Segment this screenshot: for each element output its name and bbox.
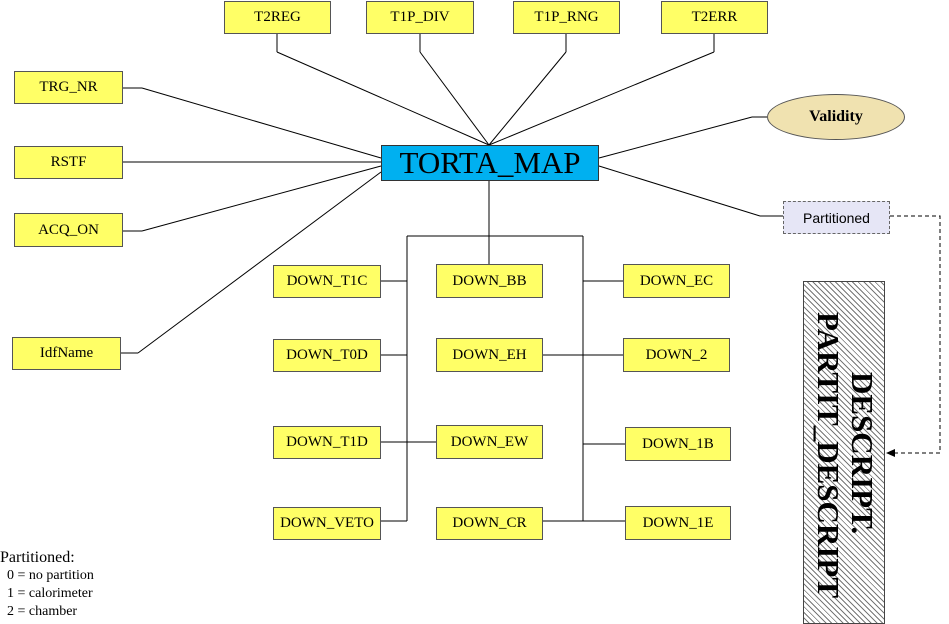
node-t2err[interactable]: T2ERR <box>661 1 768 34</box>
node-down-ew[interactable]: DOWN_EW <box>436 425 543 459</box>
node-t1p-rng[interactable]: T1P_RNG <box>513 1 620 34</box>
node-down-t0d[interactable]: DOWN_T0D <box>273 339 381 372</box>
node-down-eh[interactable]: DOWN_EH <box>436 338 543 372</box>
node-t2reg[interactable]: T2REG <box>224 1 331 34</box>
validity-ellipse[interactable]: Validity <box>767 94 905 140</box>
descript-hatched-box[interactable]: DESCRIPT. PARTIT_DESCRIPT <box>803 281 885 624</box>
node-rstf[interactable]: RSTF <box>14 146 123 179</box>
legend-title: Partitioned: <box>0 549 75 566</box>
legend: Partitioned: 0 = no partition 1 = calori… <box>0 549 94 621</box>
node-trg-nr[interactable]: TRG_NR <box>14 71 123 104</box>
node-down-t1d[interactable]: DOWN_T1D <box>273 426 381 459</box>
descript-inner-label: PARTIT_DESCRIPT <box>811 312 846 598</box>
node-down-bb[interactable]: DOWN_BB <box>436 264 543 298</box>
node-down-t1c[interactable]: DOWN_T1C <box>273 265 381 298</box>
legend-item: 1 = calorimeter <box>7 586 93 601</box>
node-down-veto[interactable]: DOWN_VETO <box>273 507 381 540</box>
node-down-ec[interactable]: DOWN_EC <box>623 264 730 298</box>
legend-item: 0 = no partition <box>7 568 94 583</box>
partitioned-box[interactable]: Partitioned <box>783 201 890 234</box>
node-down-2[interactable]: DOWN_2 <box>623 338 730 372</box>
node-torta-map[interactable]: TORTA_MAP <box>381 145 599 181</box>
legend-item: 2 = chamber <box>7 604 78 619</box>
node-t1p-div[interactable]: T1P_DIV <box>366 1 474 34</box>
node-down-1e[interactable]: DOWN_1E <box>625 506 731 540</box>
node-idfname[interactable]: IdfName <box>12 337 121 370</box>
descript-outer-label: DESCRIPT. <box>845 372 880 535</box>
node-down-cr[interactable]: DOWN_CR <box>436 507 543 540</box>
node-down-1b[interactable]: DOWN_1B <box>625 427 731 461</box>
node-acq-on[interactable]: ACQ_ON <box>14 213 123 247</box>
